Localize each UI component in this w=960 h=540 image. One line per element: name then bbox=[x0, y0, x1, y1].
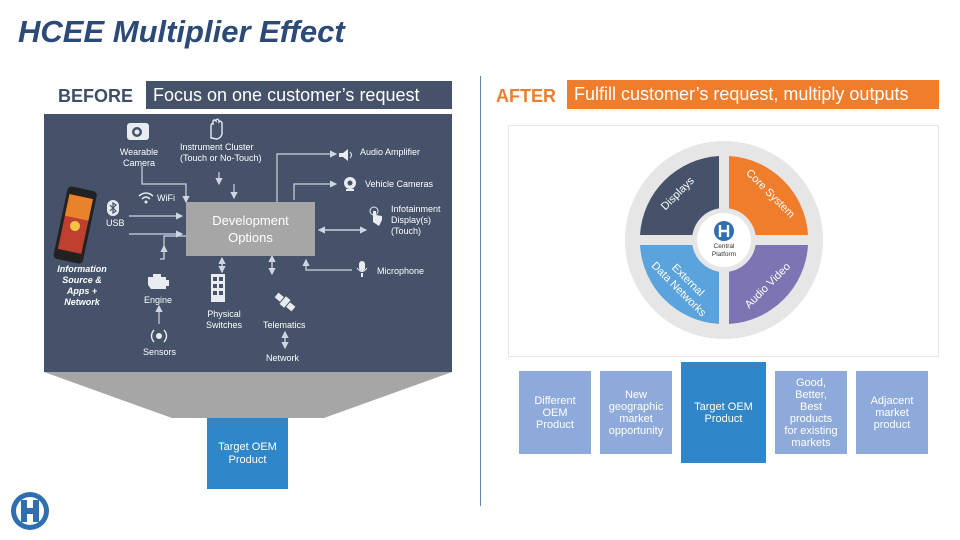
instrument-cluster-label: Instrument Cluster (Touch or No-Touch) bbox=[180, 142, 262, 163]
funnel-shape bbox=[44, 372, 452, 418]
sensors-label: Sensors bbox=[143, 347, 177, 357]
output-adjacent-market-product: Adjacent market product bbox=[856, 371, 928, 454]
sensor-icon bbox=[150, 329, 168, 343]
output-label: Different OEM Product bbox=[534, 394, 576, 431]
output-label: Good, Better, Best products for existing… bbox=[784, 376, 838, 449]
smartphone-icon bbox=[53, 186, 97, 264]
touch-icon bbox=[369, 206, 382, 226]
network-label: Network bbox=[266, 353, 300, 363]
connector-lines bbox=[129, 150, 368, 350]
hand-icon bbox=[210, 118, 223, 140]
company-logo-icon bbox=[11, 492, 49, 530]
before-label: BEFORE bbox=[58, 86, 134, 106]
microphone-icon bbox=[356, 261, 368, 277]
before-banner: Focus on one customer’s request bbox=[146, 81, 452, 109]
center-label-line2: Platform bbox=[712, 251, 736, 258]
target-oem-product-before: Target OEM Product bbox=[207, 418, 288, 489]
page-title: HCEE Multiplier Effect bbox=[18, 14, 345, 49]
physical-switches-label: Physical Switches bbox=[205, 309, 242, 330]
center-label-line1: Central bbox=[714, 243, 736, 250]
speaker-icon bbox=[339, 149, 352, 161]
output-good-better-best: Good, Better, Best products for existing… bbox=[775, 371, 847, 454]
engine-icon bbox=[148, 274, 169, 289]
bluetooth-icon bbox=[107, 200, 119, 216]
engine-label: Engine bbox=[143, 295, 173, 305]
output-label: Target OEM Product bbox=[694, 400, 753, 425]
microphone-label: Microphone bbox=[377, 266, 425, 276]
output-target-oem-product: Target OEM Product bbox=[681, 362, 766, 463]
after-label: AFTER bbox=[496, 86, 556, 106]
segment-displays bbox=[640, 156, 719, 235]
section-divider bbox=[480, 76, 481, 506]
usb-label: USB bbox=[106, 218, 125, 228]
segment-core-system bbox=[729, 156, 808, 235]
development-options-box: Development Options bbox=[186, 202, 315, 256]
infotainment-label: Infotainment Display(s) (Touch) bbox=[391, 204, 441, 236]
wheel-frame bbox=[508, 125, 939, 357]
after-banner: Fulfill customer’s request, multiply out… bbox=[567, 80, 939, 109]
platform-wheel: Central Platform Displays Core System Au… bbox=[625, 141, 823, 339]
output-label: New geographic market opportunity bbox=[608, 388, 664, 437]
before-panel: Wearable Camera Instrument Cluster (Touc… bbox=[44, 114, 452, 372]
wifi-label: WiFi bbox=[157, 193, 175, 203]
vehicle-cameras-label: Vehicle Cameras bbox=[365, 179, 434, 189]
telematics-label: Telematics bbox=[263, 320, 306, 330]
wearable-camera-label: Wearable Camera bbox=[119, 147, 159, 168]
development-options-label: Development Options bbox=[212, 213, 289, 245]
information-source-label: Information Source & Apps + Network bbox=[57, 264, 107, 307]
output-new-geographic-market: New geographic market opportunity bbox=[600, 371, 672, 454]
output-label: Adjacent market product bbox=[870, 394, 914, 431]
camera-icon bbox=[127, 123, 149, 140]
wifi-icon bbox=[138, 192, 154, 204]
satellite-icon bbox=[274, 292, 296, 312]
audio-amplifier-label: Audio Amplifier bbox=[360, 147, 421, 157]
segment-external-data-networks bbox=[640, 245, 719, 324]
switches-icon bbox=[211, 274, 225, 302]
output-different-oem-product: Different OEM Product bbox=[519, 371, 591, 454]
target-oem-product-label: Target OEM Product bbox=[218, 440, 277, 466]
segment-audio-video bbox=[729, 245, 808, 324]
webcam-icon bbox=[344, 177, 356, 191]
